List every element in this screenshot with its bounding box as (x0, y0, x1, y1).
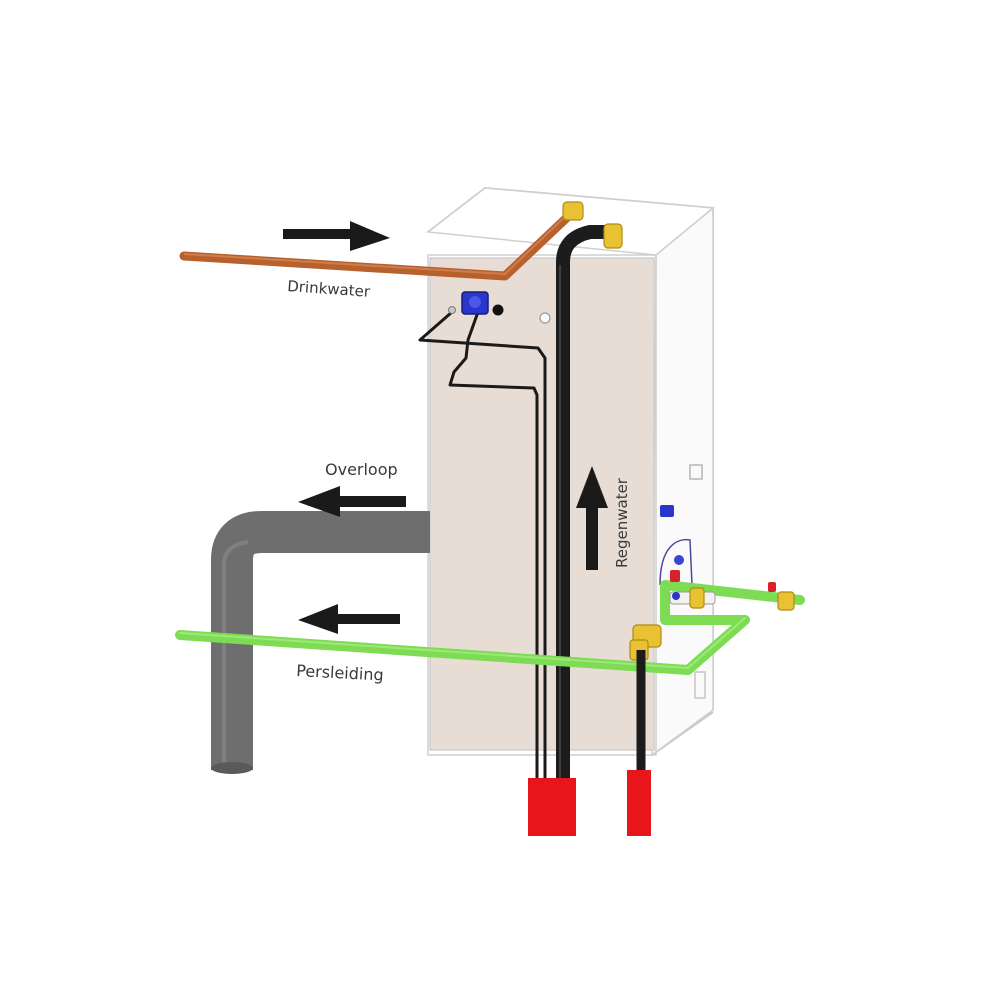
drinkwater-pipe (179, 205, 580, 281)
overflow-pipe (211, 511, 430, 774)
label-regenwater: Regenwater (613, 477, 631, 568)
label-persleiding: Persleiding (296, 661, 384, 685)
label-drinkwater: Drinkwater (287, 277, 372, 301)
ground-block-main (528, 778, 576, 836)
label-overloop: Overloop (325, 460, 398, 479)
front-indicator (539, 312, 551, 324)
blue-connector (448, 291, 504, 316)
arrow-regenwater-icon (576, 466, 608, 570)
cabinet-top (426, 187, 715, 256)
top-fittings (562, 201, 623, 249)
arrow-drinkwater-icon (283, 221, 390, 251)
ground-block-pump (627, 770, 651, 836)
side-panel-details (659, 464, 706, 699)
arrow-overloop-icon (298, 486, 406, 517)
cabinet-front-frame (427, 254, 657, 756)
control-cables (418, 310, 547, 790)
rainwater-pipe (556, 225, 612, 790)
pressure-pipe (175, 580, 805, 675)
arrow-persleiding-icon (298, 604, 400, 634)
